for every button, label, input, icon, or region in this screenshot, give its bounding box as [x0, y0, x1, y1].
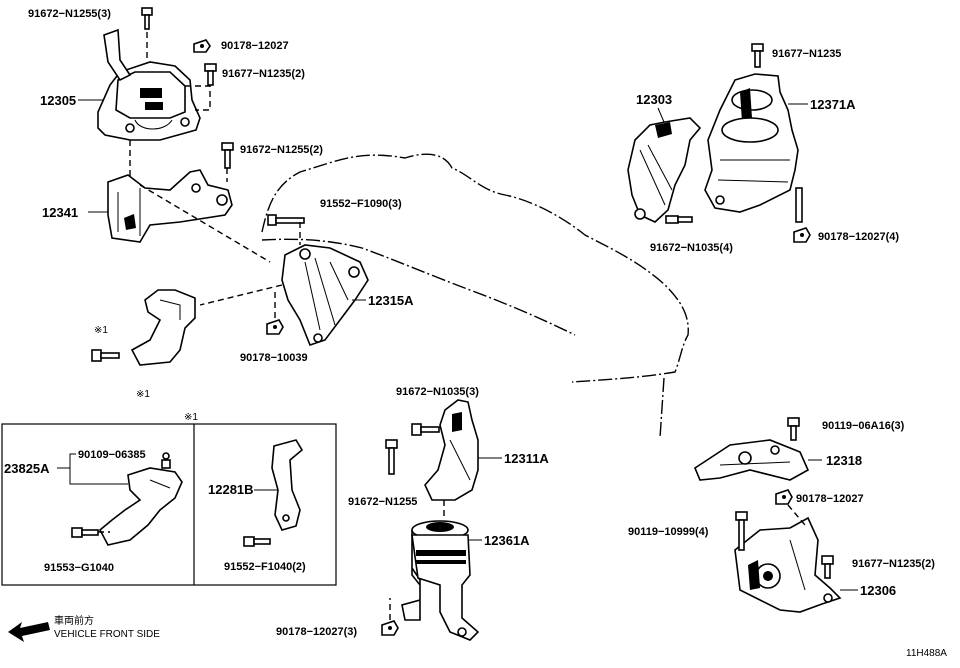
label-91677-n1235-2a: 91677−N1235(2) — [222, 68, 305, 80]
nut-icon — [193, 39, 211, 53]
label-91677-n1235-2b: 91677−N1235(2) — [852, 558, 935, 570]
bolt-icon — [411, 423, 440, 436]
part-12341[interactable] — [107, 169, 233, 243]
label-90119-10999-4: 90119−10999(4) — [628, 526, 709, 538]
dash-12306-nut — [787, 504, 806, 526]
label-91552-f1040-2: 91552−F1040(2) — [224, 561, 306, 573]
label-12318: 12318 — [826, 453, 862, 468]
part-12361A[interactable] — [401, 520, 480, 641]
label-12303: 12303 — [636, 92, 672, 107]
note1-mark-c: ※1 — [184, 412, 198, 423]
nut-icon — [775, 489, 793, 505]
label-91672-n1255: 91672−N1255 — [348, 496, 417, 508]
label-12305: 12305 — [40, 93, 76, 108]
label-91677-n1235: 91677−N1235 — [772, 48, 841, 60]
label-91672-n1255-2: 91672−N1255(2) — [240, 144, 323, 156]
nut-icon — [793, 227, 811, 243]
clip-icon — [161, 452, 171, 469]
label-12315a: 12315A — [368, 293, 414, 308]
label-91552-f1090-3: 91552−F1090(3) — [320, 198, 402, 210]
label-90178-12027-3: 90178−12027(3) — [276, 626, 357, 638]
bracket-23825a — [57, 453, 128, 485]
label-90109-06385: 90109−06385 — [78, 449, 146, 461]
label-90178-12027-a: 90178−12027 — [221, 40, 289, 52]
part-12371A[interactable] — [704, 73, 803, 223]
note1-mark-b: ※1 — [136, 389, 150, 400]
dash-12305-right — [185, 85, 211, 111]
part-12303[interactable] — [627, 117, 702, 223]
part-12318[interactable] — [694, 439, 810, 481]
direction-jp: 車両前方 — [54, 614, 94, 627]
label-23825a: 23825A — [4, 461, 50, 476]
part-12305[interactable] — [97, 28, 201, 141]
bolt-icon — [751, 43, 764, 68]
bolt-icon — [243, 536, 271, 547]
label-12361a: 12361A — [484, 533, 530, 548]
label-12371a: 12371A — [810, 97, 856, 112]
bolt-icon — [91, 349, 120, 362]
label-12306: 12306 — [860, 583, 896, 598]
part-12311A[interactable] — [424, 399, 479, 501]
front-arrow-icon — [8, 622, 50, 642]
label-12281b: 12281B — [208, 482, 254, 497]
nut-icon — [266, 319, 284, 335]
label-91672-n1035-3: 91672−N1035(3) — [396, 386, 479, 398]
engine-outline-drop — [659, 377, 665, 439]
part-12281B[interactable] — [271, 439, 304, 531]
direction-en: VEHICLE FRONT SIDE — [54, 629, 160, 640]
nut-icon — [381, 620, 399, 636]
dash-12341-link — [139, 184, 271, 263]
label-90178-12027-b: 90178−12027 — [796, 493, 864, 505]
bolt-icon — [221, 142, 234, 169]
bolt-icon — [204, 63, 217, 86]
bolt-icon — [385, 439, 398, 475]
note1-mark-a: ※1 — [94, 325, 108, 336]
label-12341: 12341 — [42, 205, 78, 220]
diagram-id: 11H488A — [906, 648, 947, 659]
part-12306[interactable] — [734, 516, 842, 613]
dash-12315a-left — [199, 284, 283, 306]
part-bracket-note1[interactable] — [130, 289, 196, 366]
bolt-icon — [267, 214, 305, 226]
leader-12303 — [657, 107, 665, 123]
part-23825A[interactable] — [98, 467, 183, 546]
bolt-icon — [787, 417, 800, 441]
engine-outline — [261, 153, 689, 383]
bolt-icon — [821, 555, 834, 579]
bolt-icon — [665, 215, 693, 224]
bolt-icon — [735, 511, 748, 551]
label-90119-06a16-3: 90119−06A16(3) — [822, 420, 905, 432]
label-90178-12027-4: 90178−12027(4) — [818, 231, 899, 243]
label-12311a: 12311A — [504, 451, 549, 466]
label-91553-g1040: 91553−G1040 — [44, 562, 114, 574]
note1-box — [1, 423, 337, 586]
part-12315A[interactable] — [281, 244, 369, 346]
label-90178-10039: 90178−10039 — [240, 352, 308, 364]
label-91672-n1255-3: 91672−N1255(3) — [28, 8, 111, 20]
bolt-icon — [141, 7, 153, 30]
bolt-icon — [71, 527, 99, 538]
label-91672-n1035-4: 91672−N1035(4) — [650, 242, 733, 254]
engine-outline-lower — [261, 238, 576, 336]
